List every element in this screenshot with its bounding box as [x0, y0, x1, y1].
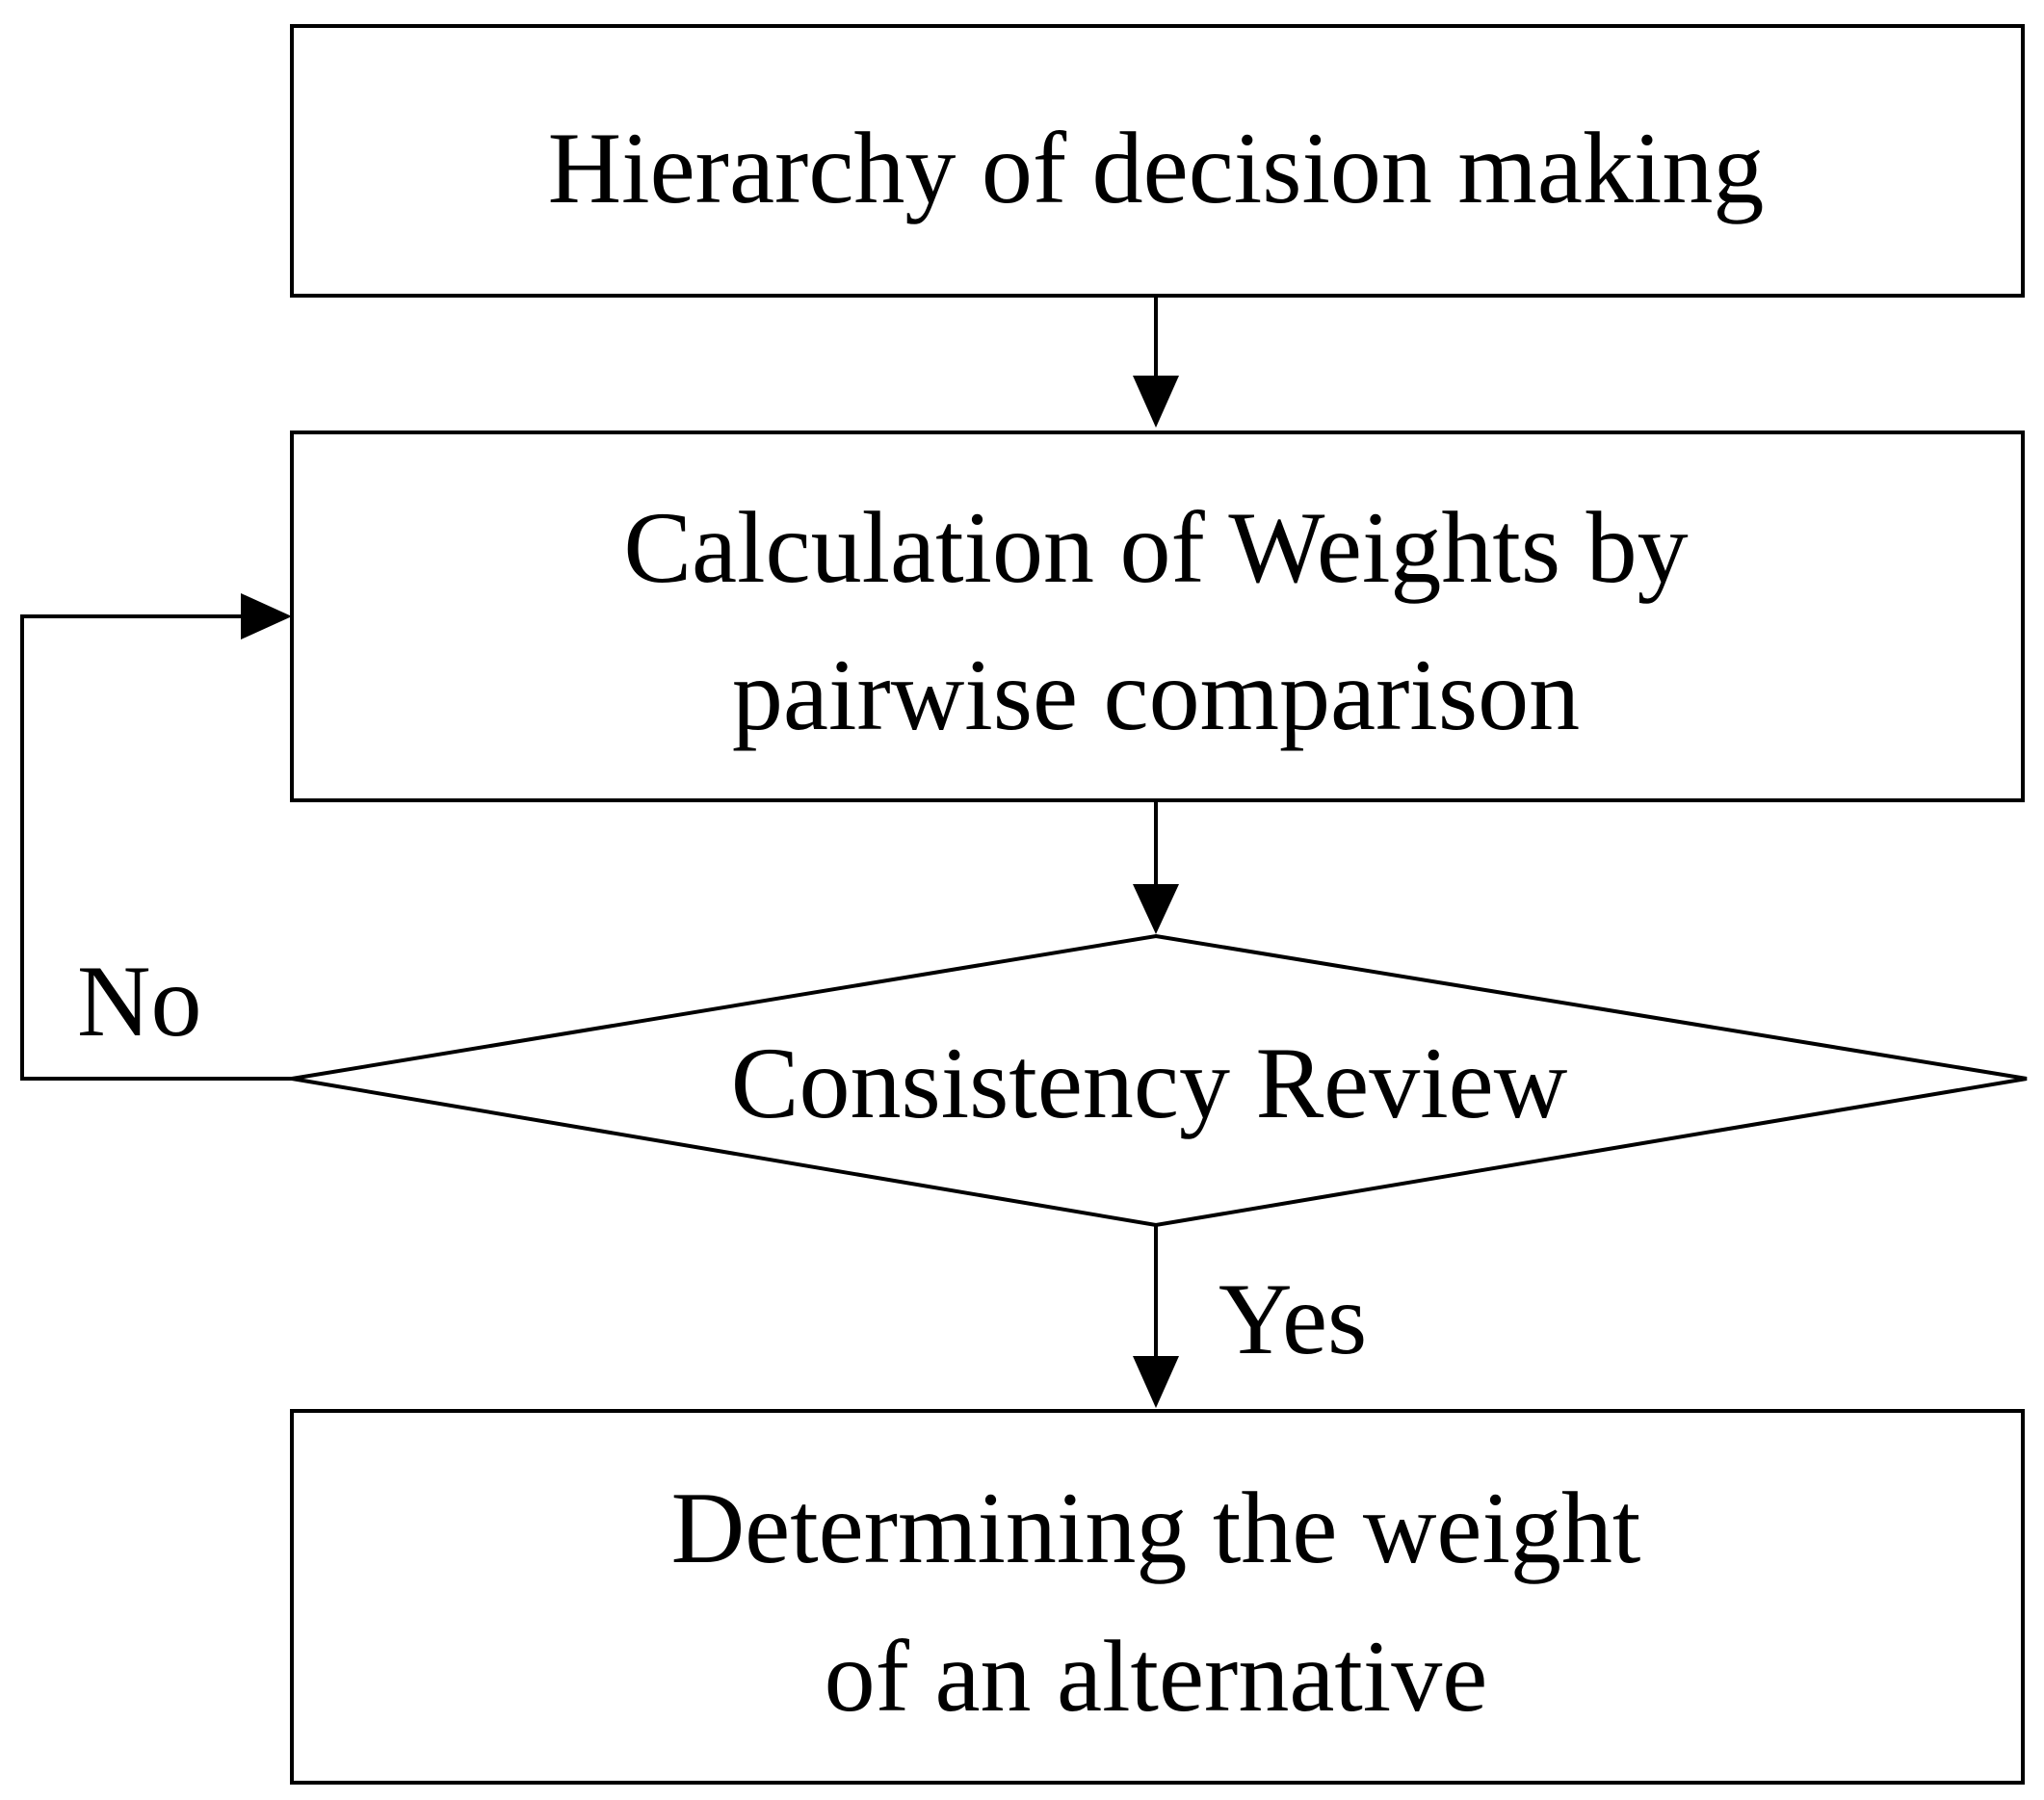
step-review-label: Consistency Review — [731, 1027, 1568, 1139]
step-result-label-line-1: Determining the weight — [671, 1472, 1641, 1584]
step-hierarchy-box — [290, 24, 2025, 298]
arrowhead-icon — [1133, 1356, 1179, 1408]
step-weights: Calculation of Weights by pairwise compa… — [290, 430, 2025, 802]
arrowhead-icon — [1133, 376, 1179, 428]
step-result: Determining the weight of an alternative — [290, 1409, 2025, 1785]
edge-review-to-weights: No — [20, 593, 292, 1081]
edge-review-to-result: Yes — [1133, 1225, 1367, 1408]
edge-no-label: No — [77, 945, 202, 1057]
step-weights-label-line-2: pairwise comparison — [732, 639, 1580, 751]
step-review: Consistency Review — [291, 933, 2028, 1228]
step-weights-box — [290, 430, 2025, 802]
step-result-label-line-2: of an alternative — [825, 1620, 1488, 1733]
step-result-box — [290, 1409, 2025, 1785]
edge-weights-to-review — [1133, 800, 1179, 934]
arrowhead-icon — [241, 593, 292, 639]
step-hierarchy-label: Hierarchy of decision making — [548, 112, 1765, 224]
step-weights-label-line-1: Calculation of Weights by — [623, 491, 1688, 604]
edge-hierarchy-to-weights — [1133, 296, 1179, 428]
step-hierarchy: Hierarchy of decision making — [290, 24, 2025, 298]
edge-yes-label: Yes — [1219, 1263, 1367, 1375]
arrowhead-icon — [1133, 884, 1179, 934]
